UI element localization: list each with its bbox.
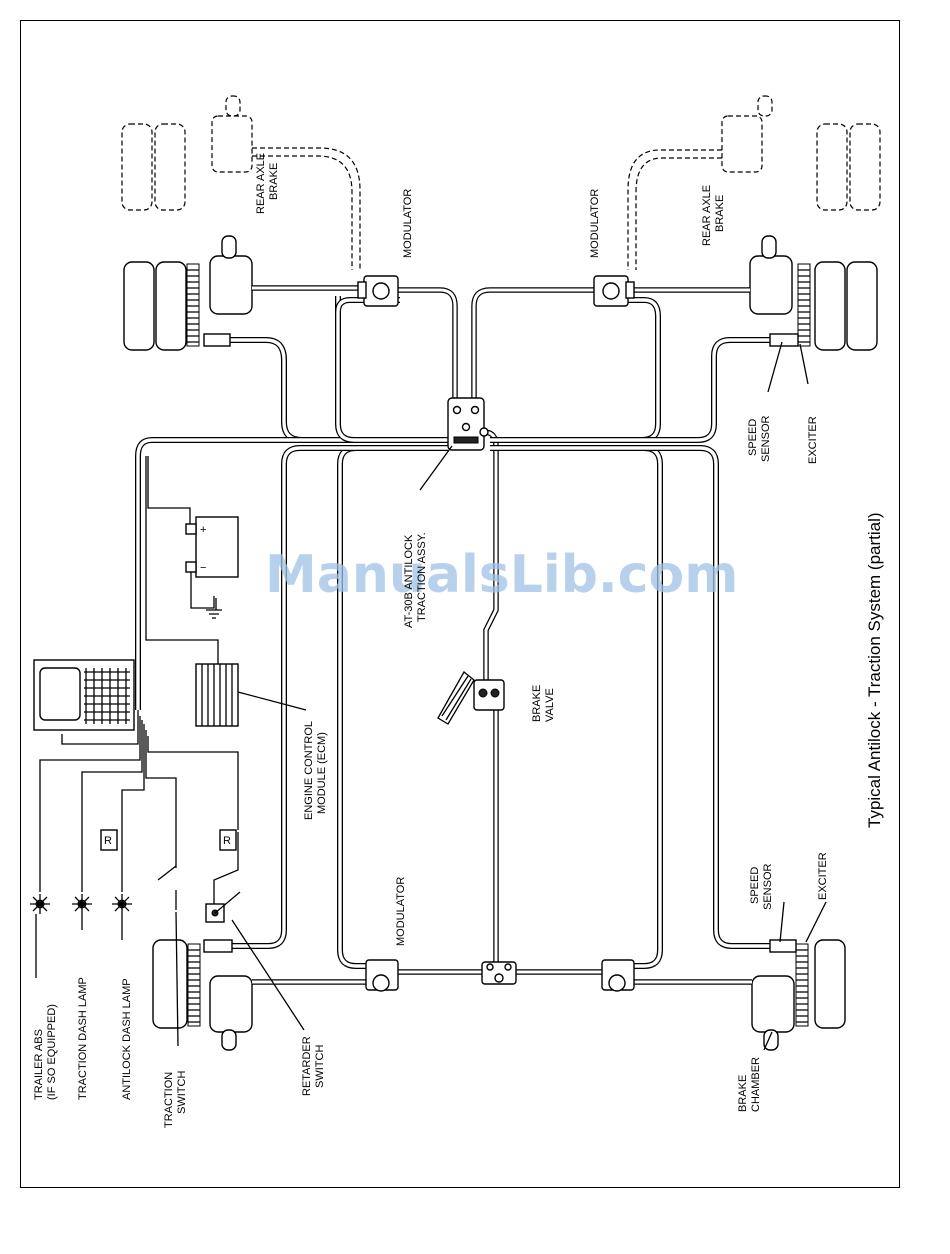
ecm-label: ENGINE CONTROL (303, 721, 315, 820)
speed-sensor-top-label-2: SENSOR (760, 415, 772, 462)
exciter-top-label: EXCITER (807, 416, 819, 464)
traction-switch-label-2: SWITCH (176, 1071, 188, 1114)
rear-axle-brake-right-label: REAR AXLE (701, 185, 713, 246)
brake-chamber-label: BRAKE (737, 1075, 749, 1112)
rear-axle-brake-right-label-2: BRAKE (714, 195, 726, 232)
modulator-bottom-left (365, 959, 399, 992)
trailer-abs-label: TRAILER ABS (33, 1029, 45, 1100)
trailer-abs-lamp-icon (30, 894, 50, 914)
traction-dash-lamp-label: TRACTION DASH LAMP (77, 977, 89, 1100)
dash-monitor (33, 659, 135, 731)
antilock-dash-lamp-icon (112, 894, 132, 914)
dash-wiring: R R (39, 710, 241, 923)
at30-assembly (447, 397, 489, 451)
ecm-module (145, 456, 307, 727)
leader-lines (35, 341, 827, 1047)
speed-sensor-bottom-label: SPEED (749, 867, 761, 904)
diagram-title: Typical Antilock - Traction System (part… (865, 512, 884, 828)
rear-axle-brake-left-label: REAR AXLE (255, 153, 267, 214)
trailer-abs-label-2: (IF SO EQUIPPED) (46, 1004, 58, 1100)
page-frame (20, 20, 900, 1188)
speed-sensor-top-label: SPEED (747, 419, 759, 456)
modulators (357, 275, 635, 992)
brake-chamber-label-2: CHAMBER (750, 1057, 762, 1112)
watermark: ManualsLib.com (265, 545, 738, 605)
relay-left-label: R (104, 835, 112, 847)
brake-valve-label-2: VALVE (544, 688, 556, 722)
modulator-bottom-right (601, 959, 635, 992)
battery: + − (147, 456, 239, 619)
labels: REAR AXLE BRAKE MODULATOR MODULATOR REAR… (33, 153, 829, 1128)
sensor-cables (135, 296, 772, 969)
battery-minus-label: − (200, 562, 206, 574)
relay-right-label: R (223, 835, 231, 847)
antilock-dash-lamp-label: ANTILOCK DASH LAMP (121, 978, 133, 1100)
ground-icon (206, 609, 222, 619)
tires (121, 123, 881, 1029)
traction-dash-lamp-icon (72, 894, 92, 914)
rear-axle-brake-left-label-2: BRAKE (268, 163, 280, 200)
exciter-bottom-label: EXCITER (817, 852, 829, 900)
retarder-switch-label: RETARDER (301, 1036, 313, 1096)
brake-valve-label: BRAKE (531, 685, 543, 722)
brake-chambers (209, 95, 795, 1051)
brake-valve (437, 671, 505, 725)
at30-label: AT-30B ANTILOCK (403, 534, 415, 628)
speed-sensors (203, 333, 799, 953)
modulator-top-left-label: MODULATOR (402, 189, 414, 258)
retarder-switch-label-2: SWITCH (314, 1045, 326, 1088)
dash-lamps (30, 894, 132, 975)
modulator-bottom-label: MODULATOR (395, 877, 407, 946)
quick-release-valve (481, 961, 517, 985)
battery-plus-label: + (200, 524, 206, 536)
at30-label-2: TRACTION ASSY. (416, 532, 428, 622)
ecm-label-2: MODULE (ECM) (316, 732, 328, 814)
speed-sensor-bottom-label-2: SENSOR (762, 863, 774, 910)
traction-switch-label: TRACTION (163, 1072, 175, 1128)
modulator-top-right-label: MODULATOR (589, 189, 601, 258)
modulator-top-right (593, 275, 635, 307)
modulator-top-left (357, 275, 399, 307)
exciter-rings (186, 263, 811, 1027)
